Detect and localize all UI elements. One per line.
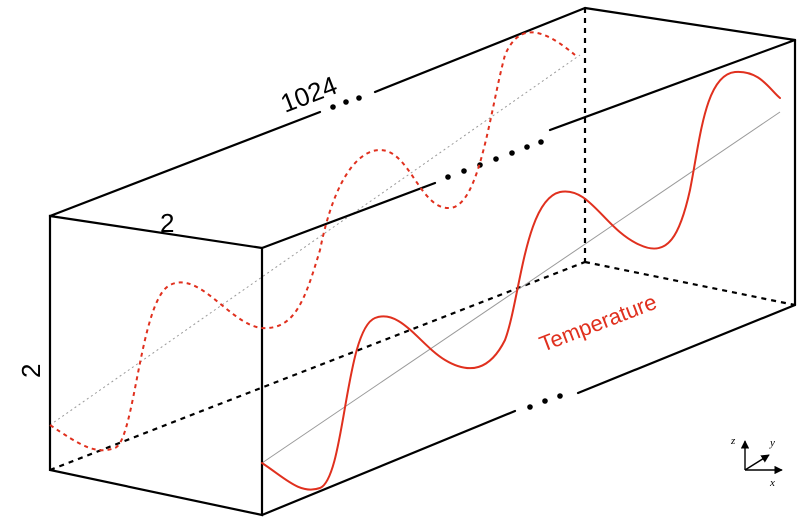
height-label: 2	[16, 364, 46, 378]
triad-y-arrow	[744, 454, 770, 471]
temperature-label: Temperature	[536, 289, 660, 357]
front-temperature-wave	[261, 70, 781, 491]
width-label: 2	[160, 208, 174, 238]
top-left-edge-2	[373, 6, 587, 94]
top-front-edge-a	[260, 181, 437, 250]
bottom-front-edge-b	[576, 303, 797, 395]
length-label: 1024	[276, 70, 341, 119]
triad-z-label: z	[730, 435, 736, 447]
bottom-front-edge-a	[260, 409, 517, 517]
back-centerline	[49, 54, 581, 426]
top-front-ellipsis	[445, 139, 544, 180]
top-left-edge	[48, 110, 322, 218]
triad-x-label: x	[769, 477, 775, 489]
top-right-edge	[583, 6, 797, 42]
back-temperature-wave	[49, 31, 576, 452]
top-back-ellipsis	[330, 95, 362, 110]
bottom-front-ellipsis	[527, 393, 563, 410]
front-face	[48, 214, 264, 517]
top-front-edge-b	[548, 38, 797, 132]
triad-y-label: y	[769, 437, 775, 449]
back-right-bottom-edge	[584, 260, 796, 307]
back-bottom-edge	[49, 260, 586, 472]
axis-triad: z y x	[730, 435, 783, 489]
front-centerline	[261, 111, 781, 464]
box-edges	[48, 6, 797, 517]
